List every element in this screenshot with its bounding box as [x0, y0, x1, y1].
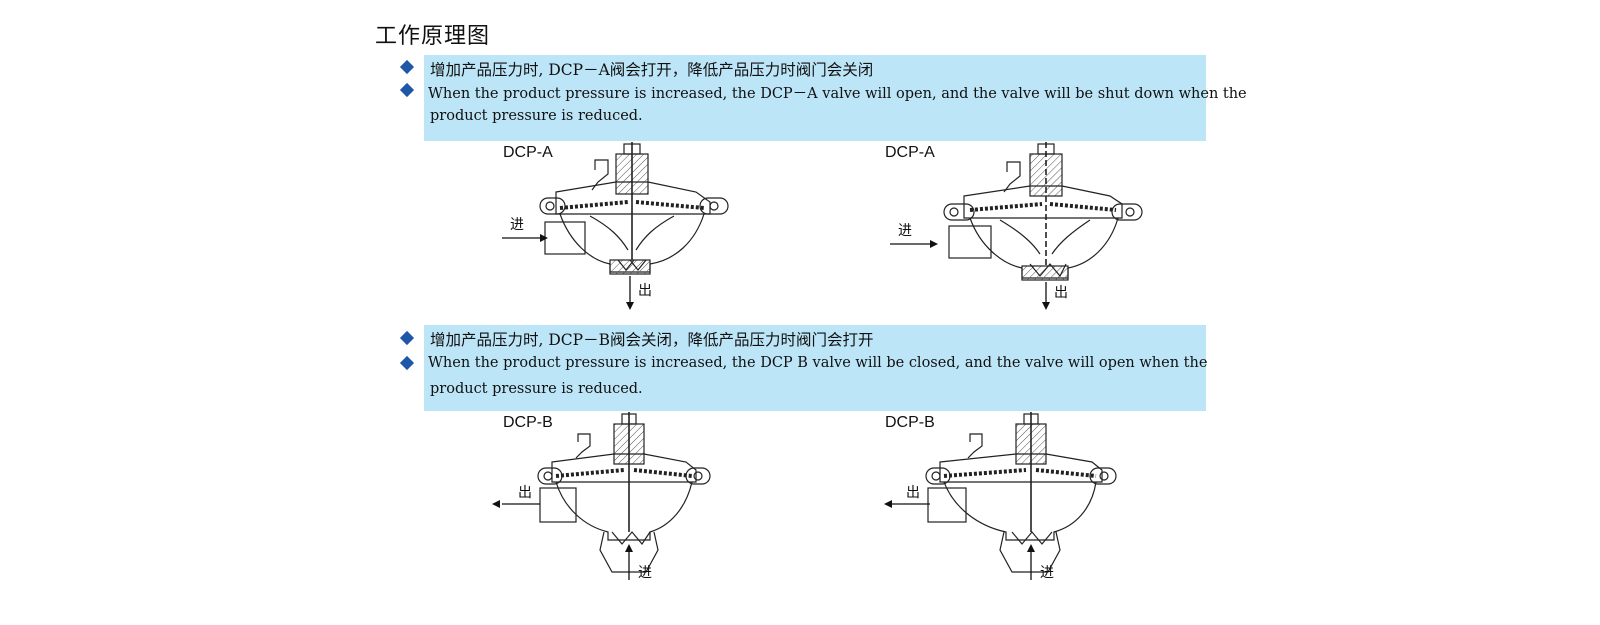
bullet-b-en: [399, 355, 415, 371]
figure-label: DCP-A: [885, 144, 935, 161]
section-a-cn: 增加产品压力时, DCP－A阀会打开，降低产品压力时阀门会关闭: [430, 61, 874, 79]
section-b-band: [424, 325, 1206, 411]
figure-dcp-b-right: DCP-B 出 进: [882, 412, 1152, 587]
outlet-label: 出: [518, 485, 532, 501]
figure-label: DCP-B: [503, 414, 553, 431]
bullet-b-cn: [399, 330, 415, 346]
bullet-a-en: [399, 82, 415, 98]
section-b-cn: 增加产品压力时, DCP－B阀会关闭，降低产品压力时阀门会打开: [430, 331, 874, 349]
page-title: 工作原理图: [375, 24, 491, 49]
figure-dcp-a-left: DCP-A: [500, 142, 770, 317]
section-a-en-line2: product pressure is reduced.: [430, 108, 643, 124]
section-a-en-line1: When the product pressure is increased, …: [428, 86, 1247, 102]
inlet-label: 进: [510, 217, 524, 233]
bullet-a-cn: [399, 59, 415, 75]
valve-diagram: [890, 142, 1143, 310]
inlet-label: 进: [638, 565, 652, 581]
section-a-band: [424, 55, 1206, 141]
valve-diagram: [502, 142, 729, 310]
figure-label: DCP-A: [503, 144, 553, 161]
figure-dcp-b-left: DCP-B 出 进: [492, 412, 770, 587]
figure-label: DCP-B: [885, 414, 935, 431]
inlet-label: 进: [1040, 565, 1054, 581]
outlet-label: 出: [906, 485, 920, 501]
outlet-label: 出: [1054, 285, 1068, 301]
valve-diagram: [492, 412, 711, 580]
figure-dcp-a-right: DCP-A 进 出: [882, 142, 1152, 317]
inlet-label: 进: [898, 223, 912, 239]
section-b-en-line1: When the product pressure is increased, …: [428, 355, 1208, 371]
outlet-label: 出: [638, 283, 652, 299]
section-b-en-line2: product pressure is reduced.: [430, 381, 643, 397]
valve-diagram: [884, 412, 1117, 580]
